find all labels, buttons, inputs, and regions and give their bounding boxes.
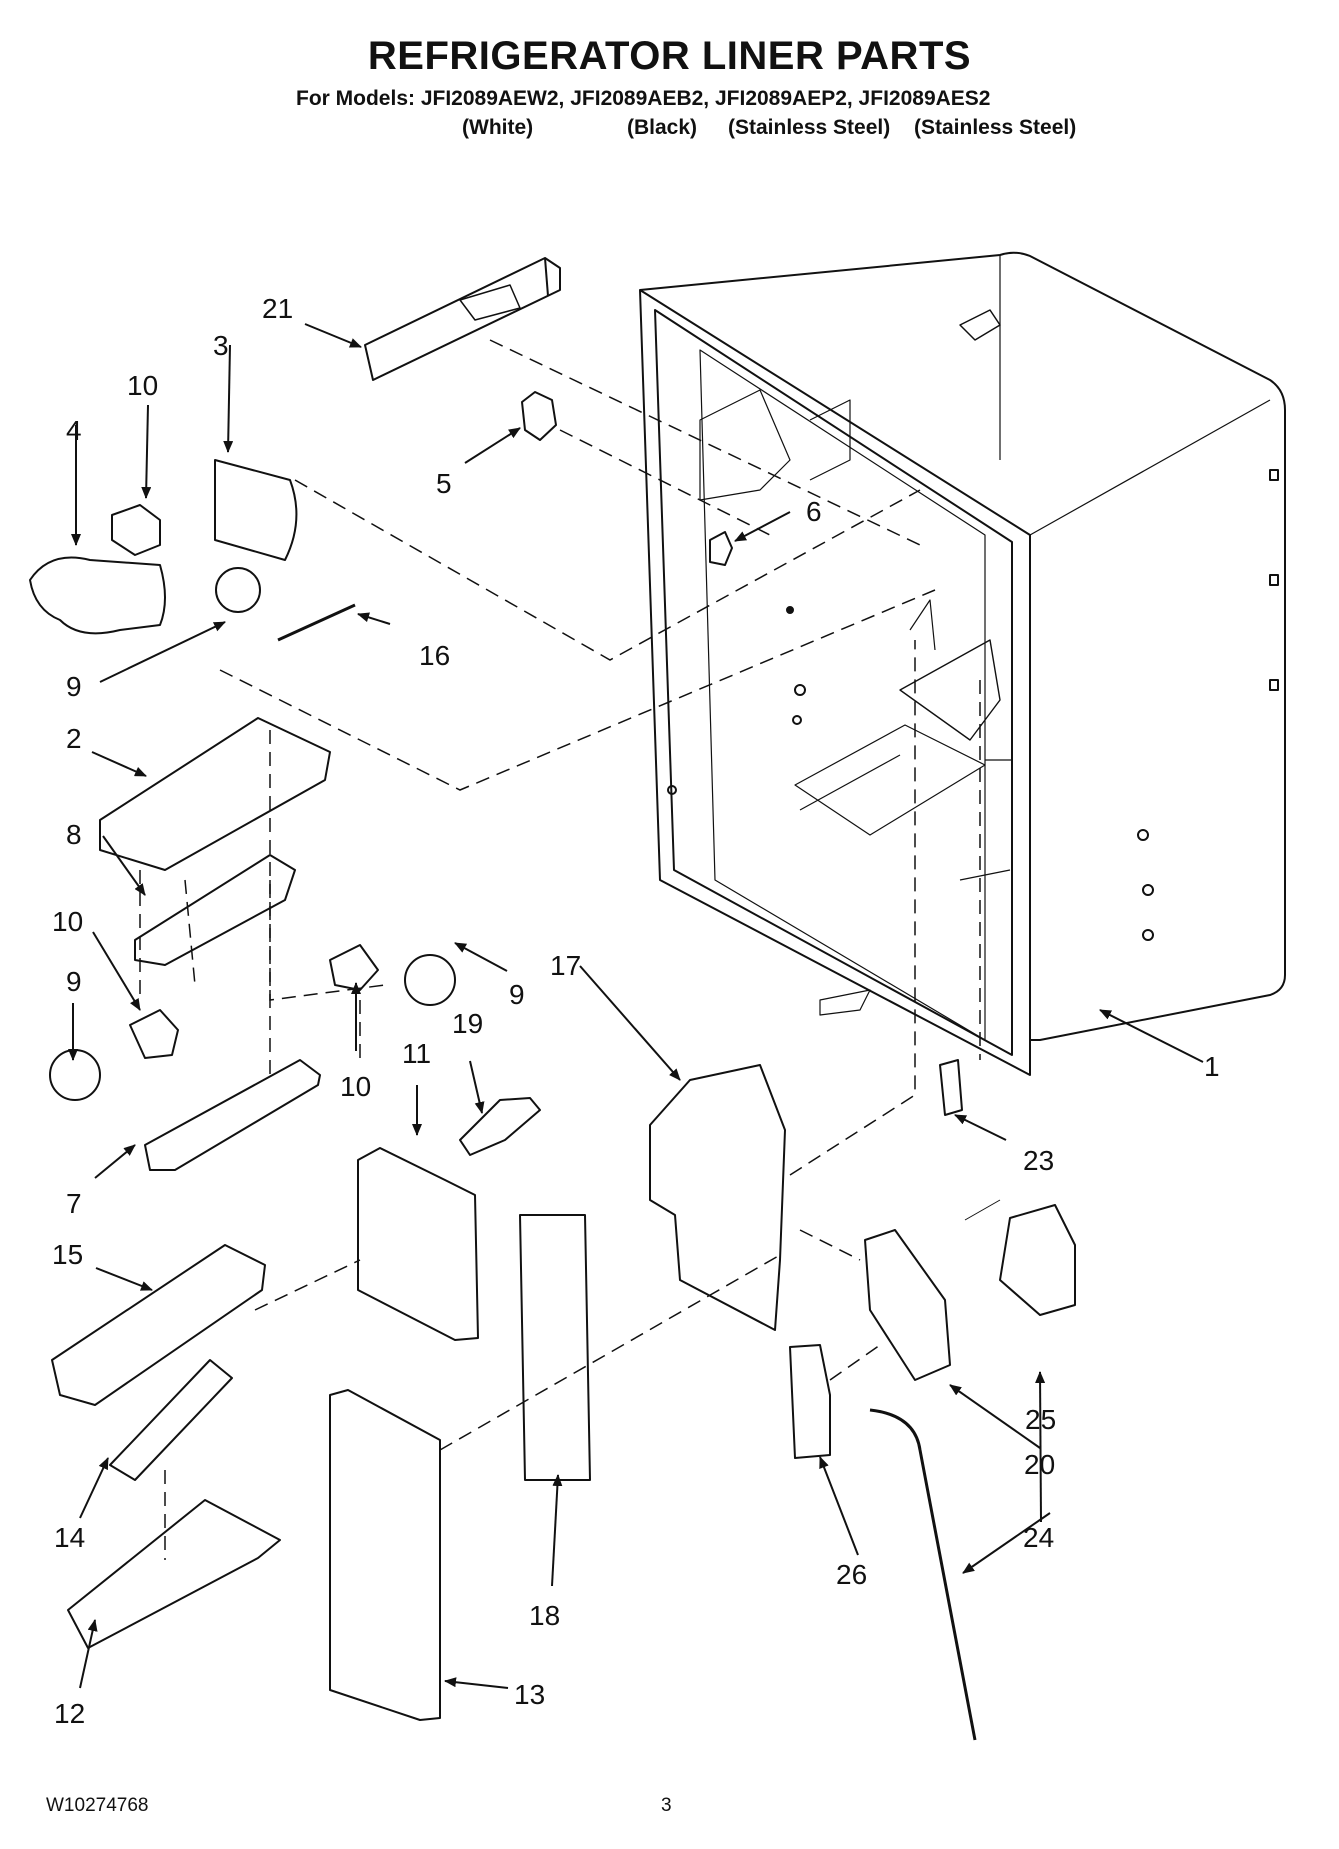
part-18-heater — [519, 1214, 591, 1481]
callout-1: 1 — [1204, 1051, 1220, 1082]
part-9-bulb-left — [49, 1049, 101, 1101]
callout-9-left: 9 — [66, 966, 82, 997]
finish-black: (Black) — [627, 116, 698, 139]
part-12-filter-cover — [67, 1499, 281, 1649]
callout-2: 2 — [66, 723, 82, 754]
callout-18: 18 — [529, 1600, 560, 1631]
part-26-cover — [789, 1344, 831, 1459]
callout-10-left: 10 — [52, 906, 83, 937]
part-10-socket-left — [129, 1009, 179, 1059]
part-9-bulb-top — [215, 567, 261, 613]
alignment-lines — [139, 339, 981, 1560]
callout-7: 7 — [66, 1188, 82, 1219]
callout-12: 12 — [54, 1698, 85, 1729]
finish-stainless-1: (Stainless Steel) — [728, 116, 891, 139]
callout-9-right: 9 — [509, 979, 525, 1010]
part-3-insulation — [214, 459, 298, 561]
callout-23: 23 — [1023, 1145, 1054, 1176]
callout-9-top: 9 — [66, 671, 82, 702]
part-17-dispenser-housing — [649, 1064, 786, 1331]
part-5-clip — [521, 391, 557, 441]
liner-cabinet — [639, 251, 1286, 1221]
callout-15: 15 — [52, 1239, 83, 1270]
callout-8: 8 — [66, 819, 82, 850]
part-11-chute — [357, 1147, 479, 1341]
part-10-socket-top — [111, 504, 161, 556]
top-vent-cover — [364, 257, 561, 381]
part-10-socket-right — [329, 944, 379, 991]
callout-6: 6 — [806, 496, 822, 527]
part-20-water-valve — [864, 1229, 951, 1381]
callout-26: 26 — [836, 1559, 867, 1590]
callout-16: 16 — [419, 640, 450, 671]
part-8-light-lens — [134, 854, 296, 966]
callout-17: 17 — [550, 950, 581, 981]
callout-5: 5 — [436, 468, 452, 499]
callout-13: 13 — [514, 1679, 545, 1710]
callout-10-bottom: 10 — [340, 1071, 371, 1102]
document-number: W10274768 — [46, 1795, 149, 1816]
finish-stainless-2: (Stainless Steel) — [914, 116, 1077, 139]
part-6-clip — [709, 531, 733, 566]
part-9-bulb-right — [404, 954, 456, 1006]
part-16-probe — [277, 603, 356, 642]
part-19-thermistor — [459, 1097, 541, 1156]
callout-24: 24 — [1023, 1522, 1054, 1553]
callout-20: 20 — [1024, 1449, 1055, 1480]
callout-10-top: 10 — [127, 370, 158, 401]
callout-25: 25 — [1025, 1404, 1056, 1435]
finish-white: (White) — [462, 116, 534, 139]
callout-21: 21 — [262, 293, 293, 324]
part-25-bracket — [999, 1204, 1076, 1316]
callout-3: 3 — [213, 330, 229, 361]
page-number: 3 — [661, 1795, 672, 1816]
models-line: For Models: JFI2089AEW2, JFI2089AEB2, JF… — [296, 87, 991, 110]
part-24-water-tube — [869, 1408, 977, 1741]
callout-4: 4 — [66, 415, 82, 446]
callout-19: 19 — [452, 1008, 483, 1039]
part-15-filter-housing — [51, 1244, 266, 1406]
page-title: REFRIGERATOR LINER PARTS — [367, 34, 972, 78]
part-7-lower-cover — [144, 1059, 321, 1171]
callout-14: 14 — [54, 1522, 85, 1553]
part-23-switch — [939, 1059, 963, 1116]
leader-arrows — [68, 323, 1204, 1689]
callout-11: 11 — [402, 1038, 431, 1069]
part-13-side-panel — [329, 1389, 441, 1721]
part-4-light-shield — [29, 556, 166, 635]
part-14-water-filter — [109, 1359, 233, 1481]
part-2-housing — [99, 717, 331, 871]
